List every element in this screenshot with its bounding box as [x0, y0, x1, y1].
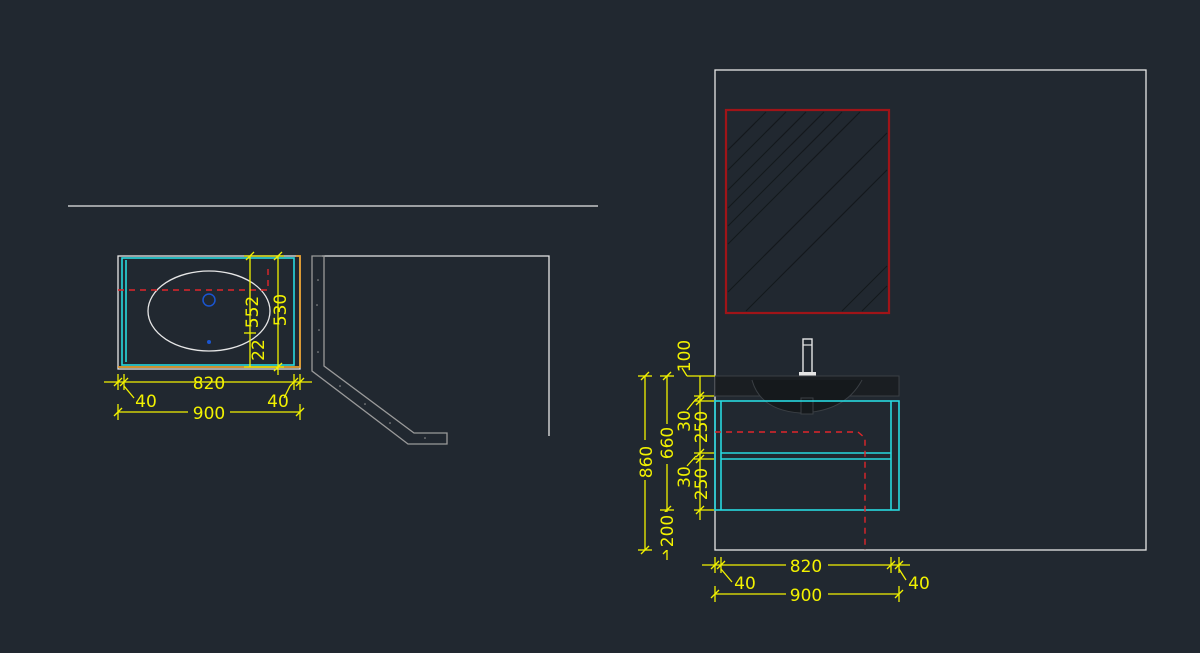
- elevation-dim-30-top: 30: [675, 410, 695, 432]
- elevation-cabinet: [714, 400, 900, 511]
- elevation-dim-100: 100: [675, 340, 695, 372]
- plan-room-outline: [322, 255, 550, 436]
- plan-dim-40-left: 40: [135, 392, 157, 412]
- elevation-dim-40-left: 40: [734, 574, 756, 594]
- elevation-dim-250-bottom: 250: [692, 468, 712, 500]
- plan-view: 552 530 22 820 40 40 900: [68, 205, 598, 445]
- plan-dim-530: 530: [271, 294, 291, 326]
- plan-cabinet-cyan: [121, 257, 295, 366]
- faucet-icon: [799, 338, 816, 376]
- elevation-mirror: [724, 108, 891, 315]
- elevation-dim-660: 660: [658, 427, 678, 459]
- plan-angled-wall: [311, 255, 448, 445]
- plan-basin: [147, 270, 271, 352]
- plan-dim-552: 552: [243, 296, 263, 328]
- plan-cabinet-orange: [118, 255, 301, 368]
- elevation-wall-frame: [714, 69, 1147, 551]
- elevation-dim-40-right: 40: [908, 574, 930, 594]
- elevation-dim-200: 200: [658, 515, 678, 547]
- elevation-dim-900: 900: [790, 586, 822, 606]
- plan-depth-dims: [244, 251, 284, 375]
- plan-hidden-line: [118, 266, 269, 291]
- plan-dim-900: 900: [193, 404, 225, 424]
- plan-width-dim-820: [104, 374, 312, 399]
- elevation-dim-820: 820: [790, 557, 822, 577]
- plan-angled-wall-hatch: [316, 279, 426, 439]
- plan-dim-40-right: 40: [267, 392, 289, 412]
- elevation-dim-250-top: 250: [692, 411, 712, 443]
- plan-dim-820: 820: [193, 374, 225, 394]
- elevation-basin: [751, 379, 863, 414]
- elevation-view: 860 660 200 100 30 250 30 250 820 40 40: [637, 69, 1147, 606]
- elevation-dim-30-mid: 30: [675, 466, 695, 488]
- plan-dim-22: 22: [249, 339, 269, 361]
- elevation-dim-860: 860: [637, 446, 657, 478]
- elevation-hidden-pipe: [715, 431, 866, 550]
- plan-drain-icon: [202, 293, 216, 307]
- mirror-hatch: [727, 111, 888, 312]
- plan-overflow-icon: [207, 340, 211, 344]
